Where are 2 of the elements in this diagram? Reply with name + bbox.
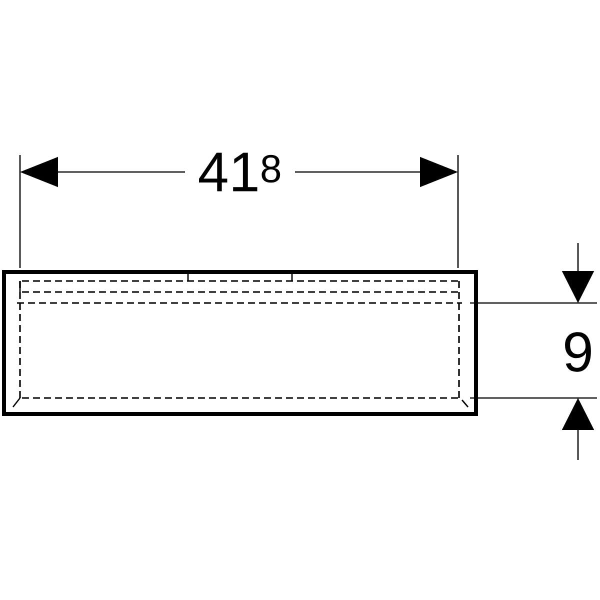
dimension-label: 41$^{8}$ xyxy=(199,152,280,192)
dimension-label: 9 xyxy=(565,332,591,372)
